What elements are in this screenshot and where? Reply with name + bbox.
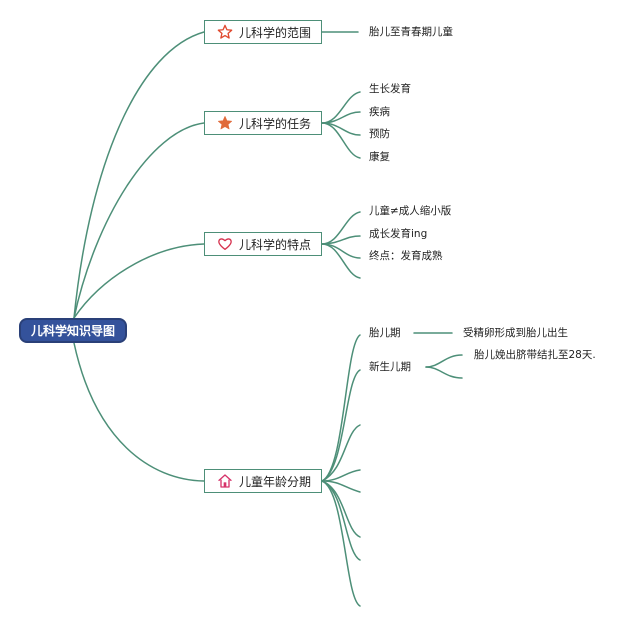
branch-root-tasks bbox=[73, 122, 205, 319]
star-outline-icon bbox=[217, 24, 233, 39]
leaf-scope: 胎儿至青春期儿童 bbox=[369, 26, 453, 38]
branch-root-ages bbox=[73, 342, 205, 482]
topic-node-features[interactable]: 儿科学的特点 bbox=[204, 232, 322, 256]
topic-label: 儿科学的特点 bbox=[239, 237, 312, 252]
branch-neonatal-detail-2 bbox=[425, 366, 463, 379]
leaf-task: 生长发育 bbox=[369, 83, 411, 95]
branch-features-1 bbox=[321, 211, 361, 245]
branch-neonatal-detail-1 bbox=[425, 354, 463, 368]
leaf-task: 康复 bbox=[369, 151, 390, 163]
topic-node-tasks[interactable]: 儿科学的任务 bbox=[204, 111, 322, 135]
leaf-task: 疾病 bbox=[369, 106, 390, 118]
branch-tasks-4 bbox=[321, 122, 361, 159]
topic-label: 儿科学的任务 bbox=[239, 116, 312, 131]
leaf-age-neonatal-detail: 胎儿娩出脐带结扎至28天. bbox=[474, 349, 596, 361]
leaf-age-fetal-detail: 受精卵形成到胎儿出生 bbox=[463, 327, 568, 339]
heart-icon bbox=[218, 238, 232, 250]
leaf-feature: 终点：发育成熟 bbox=[369, 250, 443, 262]
branch-root-scope bbox=[73, 31, 205, 319]
leaf-feature: 儿童≠成人缩小版 bbox=[369, 205, 452, 217]
star-filled-icon bbox=[218, 116, 232, 130]
branch-ages-8 bbox=[321, 480, 361, 607]
topic-node-scope[interactable]: 儿科学的范围 bbox=[204, 20, 322, 44]
branch-features-4 bbox=[321, 243, 361, 279]
leaf-age-fetal: 胎儿期 bbox=[369, 327, 401, 339]
house-icon bbox=[218, 474, 232, 488]
leaf-task: 预防 bbox=[369, 128, 390, 140]
root-label: 儿科学知识导图 bbox=[30, 324, 115, 338]
branch-features-3 bbox=[321, 243, 361, 259]
root-node[interactable]: 儿科学知识导图 bbox=[19, 318, 127, 343]
leaf-feature: 成长发育ing bbox=[369, 228, 428, 240]
topic-label: 儿童年龄分期 bbox=[239, 474, 312, 489]
branch-ages-7 bbox=[321, 480, 361, 561]
branch-root-features bbox=[73, 243, 205, 319]
topic-label: 儿科学的范围 bbox=[239, 25, 312, 40]
branch-ages-2 bbox=[321, 369, 361, 482]
branch-ages-1 bbox=[321, 334, 361, 482]
topic-node-ages[interactable]: 儿童年龄分期 bbox=[204, 469, 322, 493]
branch-ages-5 bbox=[321, 480, 361, 493]
leaf-age-neonatal: 新生儿期 bbox=[369, 361, 411, 373]
branch-ages-3 bbox=[321, 424, 361, 482]
